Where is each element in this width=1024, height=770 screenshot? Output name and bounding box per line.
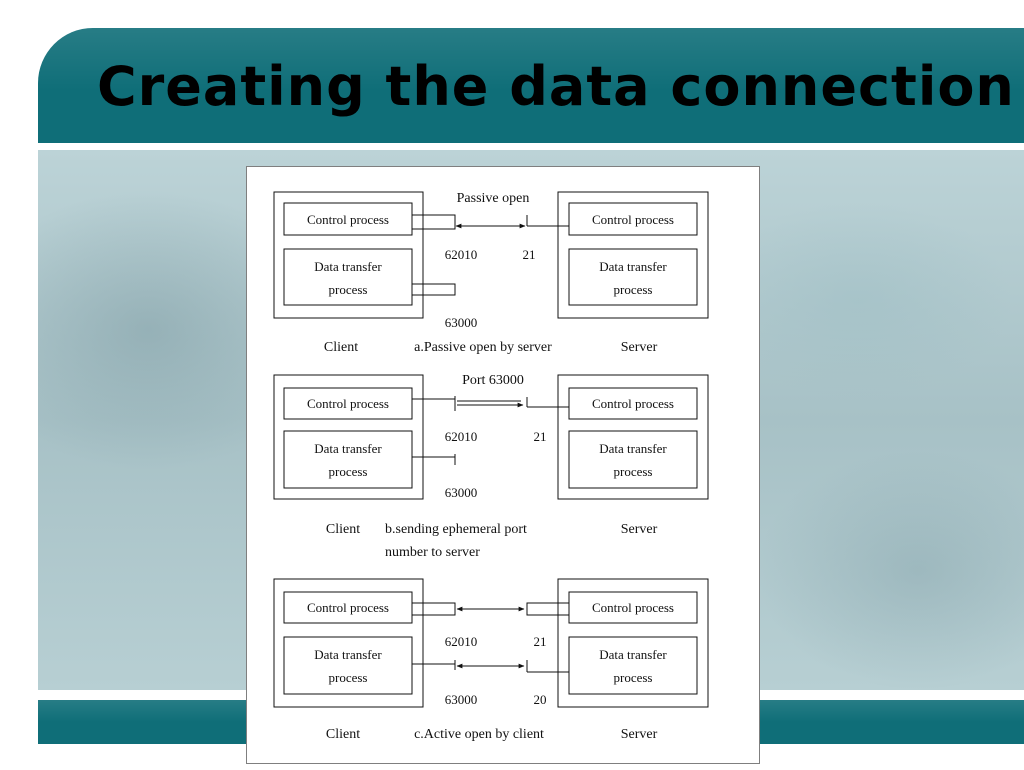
- server-data-label-1: Data transfer: [599, 441, 667, 456]
- client-data-box: [283, 636, 413, 695]
- server-control-label: Control process: [592, 212, 674, 227]
- server-control-box: [568, 591, 698, 624]
- server-control-port-stub: [526, 215, 569, 227]
- server-data-box: [568, 430, 698, 489]
- server-data-port-number: 20: [534, 692, 547, 707]
- client-data-label-2: process: [329, 670, 368, 685]
- client-control-box: [283, 387, 413, 420]
- server-outer-box: [557, 374, 709, 500]
- client-outer-box: [273, 374, 424, 500]
- client-control-label: Control process: [307, 600, 389, 615]
- client-caption: Client: [324, 340, 358, 355]
- title-band-gloss: [38, 28, 1024, 92]
- client-data-port-number: 63000: [445, 315, 478, 330]
- client-caption: Client: [326, 727, 360, 742]
- server-control-port-stub: [526, 397, 569, 408]
- client-caption: Client: [326, 522, 360, 537]
- panel-a-caption: a.Passive open by server: [414, 340, 552, 355]
- client-control-port-stub: [412, 602, 456, 616]
- server-control-port-number: 21: [534, 634, 547, 649]
- client-control-port-number: 62010: [445, 429, 478, 444]
- panel-b-caption-line-1: b.sending ephemeral port: [385, 522, 527, 537]
- client-data-port-stub: [412, 283, 456, 296]
- client-data-box: [283, 248, 413, 306]
- panel-b-caption-line-2: number to server: [385, 545, 480, 560]
- ftp-diagram-svg: Control process Data transfer process Co…: [273, 191, 709, 742]
- server-data-label-2: process: [614, 282, 653, 297]
- slide-title: Creating the data connection: [97, 55, 1015, 118]
- server-control-port-number: 21: [523, 247, 536, 262]
- passive-open-label: Passive open: [457, 191, 530, 206]
- client-data-label-1: Data transfer: [314, 259, 382, 274]
- client-data-port-stub: [412, 660, 456, 670]
- client-data-label-1: Data transfer: [314, 647, 382, 662]
- client-data-port-number: 63000: [445, 692, 478, 707]
- client-control-box: [283, 202, 413, 236]
- server-outer-box: [557, 578, 709, 708]
- client-control-port-number: 62010: [445, 634, 478, 649]
- server-data-box: [568, 636, 698, 695]
- client-data-label-2: process: [329, 282, 368, 297]
- server-outer-box: [557, 191, 709, 319]
- server-control-box: [568, 202, 698, 236]
- server-control-label: Control process: [592, 600, 674, 615]
- server-data-label-2: process: [614, 464, 653, 479]
- client-outer-box: [273, 578, 424, 708]
- title-band: [38, 28, 1024, 143]
- client-control-port-stub: [412, 214, 456, 230]
- server-caption: Server: [621, 727, 658, 742]
- client-control-box: [283, 591, 413, 624]
- client-control-label: Control process: [307, 212, 389, 227]
- server-control-label: Control process: [592, 396, 674, 411]
- client-control-port-stub: [412, 396, 456, 411]
- server-control-port-stub: [526, 602, 569, 616]
- server-caption: Server: [621, 522, 658, 537]
- client-data-port-number: 63000: [445, 485, 478, 500]
- client-outer-box: [273, 191, 424, 319]
- client-data-box: [283, 430, 413, 489]
- panel-b: Control process Data transfer process Co…: [273, 373, 709, 560]
- server-data-box: [568, 248, 698, 306]
- server-data-port-stub: [526, 660, 569, 673]
- client-data-label-2: process: [329, 464, 368, 479]
- client-control-port-number: 62010: [445, 247, 478, 262]
- client-data-label-1: Data transfer: [314, 441, 382, 456]
- server-caption: Server: [621, 340, 658, 355]
- server-data-label-2: process: [614, 670, 653, 685]
- server-control-box: [568, 387, 698, 420]
- client-control-label: Control process: [307, 396, 389, 411]
- panel-a: Control process Data transfer process Co…: [273, 191, 709, 355]
- client-data-port-stub: [412, 454, 456, 465]
- panel-c: Control process Data transfer process Co…: [273, 578, 709, 742]
- server-control-port-number: 21: [534, 429, 547, 444]
- server-data-label-1: Data transfer: [599, 647, 667, 662]
- panel-c-caption: c.Active open by client: [414, 727, 544, 742]
- server-data-label-1: Data transfer: [599, 259, 667, 274]
- port-message-label: Port 63000: [462, 373, 524, 388]
- ftp-diagram: Control process Data transfer process Co…: [246, 166, 760, 764]
